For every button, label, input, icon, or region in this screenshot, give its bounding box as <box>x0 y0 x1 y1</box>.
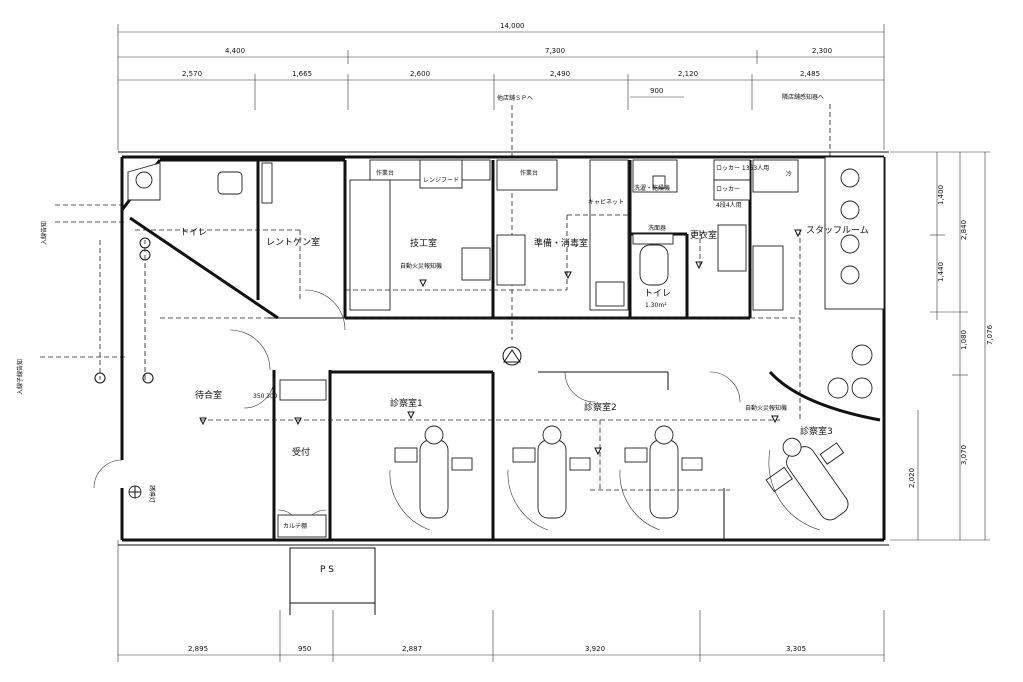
ceiling-light-icon <box>564 271 572 280</box>
wiring <box>135 214 801 491</box>
label-locker-1: ロッカー 1363人用 <box>716 165 769 172</box>
room-prep: 準備・消毒室 <box>534 237 588 249</box>
ceiling-light-icon <box>199 417 207 426</box>
room-toilet-2: トイレ <box>644 289 671 299</box>
speaker-icon-4 <box>142 372 154 384</box>
dental-chair-2a <box>507 425 591 531</box>
room-exam-1: 診察室1 <box>390 397 423 409</box>
room-toilet-1: トイレ <box>180 228 207 238</box>
dim-top-l1-a: 4,400 <box>225 47 245 55</box>
dim-bottom-c: 2,887 <box>402 645 422 653</box>
dental-chair-1 <box>389 425 473 531</box>
warning-triangle-icon <box>503 349 521 363</box>
dental-chair-2b <box>619 425 703 531</box>
room-reception: 受付 <box>292 446 310 458</box>
room-locker: 更衣室 <box>690 229 717 241</box>
dim-top-l2-e: 2,120 <box>678 70 698 78</box>
room-xray: レントゲン室 <box>266 236 320 248</box>
dim-top-l2-c: 2,600 <box>410 70 430 78</box>
dim-top-l2-d: 2,490 <box>550 70 570 78</box>
ceiling-light-icon <box>407 411 415 420</box>
left-notes: 入線告知 入線子線告知 <box>16 204 125 395</box>
label-misc-box: 冷 <box>786 170 792 178</box>
speaker-icon-1 <box>139 237 151 249</box>
symbols <box>94 229 802 499</box>
room-toilet-2-area: 1.30m² <box>645 302 667 309</box>
speaker-icon-2 <box>139 249 151 261</box>
dim-top-l1-c: 2,300 <box>812 47 832 55</box>
label-work-table-2: 作業台 <box>520 169 538 177</box>
inner-walls <box>120 158 881 540</box>
dim-top-total: 14,000 <box>500 22 525 30</box>
ceiling-light-icon <box>294 417 302 426</box>
note-left-top: 入線告知 <box>40 221 48 245</box>
dim-waiting-b: 300 <box>266 393 278 400</box>
label-locker-2: ロッカー <box>716 186 740 193</box>
label-range-hood: レンジフード <box>423 177 459 184</box>
speaker-icon-3 <box>94 372 106 384</box>
dental-chairs <box>389 425 849 531</box>
dim-top-l2-b: 1,665 <box>292 70 312 78</box>
dim-right-inner-b: 1,440 <box>937 262 945 282</box>
room-staff: スタッフルーム <box>806 225 869 236</box>
top-dimensions: 14,000 4,400 7,300 2,300 2,570 1,665 2,6… <box>117 22 885 340</box>
dim-right-small: 2,020 <box>908 468 916 488</box>
room-labels: トイレ レントゲン室 技工室 準備・消毒室 更衣室 スタッフルーム トイレ 1.… <box>180 225 869 575</box>
fixture-labels: 作業台 レンジフード 作業台 キャビネット 洗面器 洗濯・乾燥機 ロッカー 13… <box>148 165 792 503</box>
room-lab: 技工室 <box>410 237 437 249</box>
dim-top-l2-f: 2,485 <box>800 70 820 78</box>
bottom-dimensions: 2,895 950 2,887 3,920 3,305 <box>117 540 885 662</box>
dim-right-mid-a: 2,840 <box>960 220 968 240</box>
room-exam-2: 診察室2 <box>584 401 617 413</box>
dim-right-mid-b: 1,080 <box>960 330 968 350</box>
dim-right-outer: 7,076 <box>986 324 994 345</box>
dim-bottom-d: 3,920 <box>585 645 605 653</box>
label-cabinet: キャビネット <box>588 198 624 206</box>
right-dimensions: 7,076 2,840 1,080 3,070 1,400 1,440 2,02… <box>890 151 994 541</box>
label-entrance-mark: 誘導灯 <box>148 485 156 503</box>
label-work-table-1: 作業台 <box>376 169 394 177</box>
ceiling-light-icon <box>594 447 602 456</box>
ceiling-light-icon <box>419 279 427 288</box>
ceiling-light-icon <box>695 261 703 270</box>
label-wash-basin: 洗面器 <box>648 224 666 232</box>
dim-waiting-a: 350 <box>253 393 265 400</box>
label-fire-detector-1: 自動火災報知機 <box>400 262 442 270</box>
dim-bottom-e: 3,305 <box>786 645 806 653</box>
note-sp-line: 他店舗ＳＰへ <box>497 94 533 102</box>
label-washer: 洗濯・乾燥機 <box>634 184 670 192</box>
ceiling-light-icon <box>794 229 802 238</box>
room-waiting: 待合室 <box>195 389 222 401</box>
note-left-mid: 入線子線告知 <box>16 359 24 395</box>
ceiling-light-icon <box>771 415 779 424</box>
dim-top-small: 900 <box>650 87 663 95</box>
dim-top-l2-a: 2,570 <box>182 70 202 78</box>
room-chart-shelf: カルテ棚 <box>283 522 307 530</box>
dim-top-l1-b: 7,300 <box>545 47 565 55</box>
room-ps: P S <box>320 565 334 575</box>
dim-right-mid-c: 3,070 <box>960 445 968 465</box>
room-exam-3: 診察室3 <box>800 425 833 437</box>
note-detector-line: 隣店舗感知器へ <box>782 93 824 101</box>
label-locker-3: 4段4人用 <box>716 201 742 209</box>
label-fire-detector-2: 自動火災報知機 <box>745 404 787 412</box>
dim-right-inner-a: 1,400 <box>937 185 945 205</box>
dim-bottom-a: 2,895 <box>188 645 208 653</box>
dim-bottom-b: 950 <box>298 645 311 653</box>
fixtures <box>93 156 885 615</box>
